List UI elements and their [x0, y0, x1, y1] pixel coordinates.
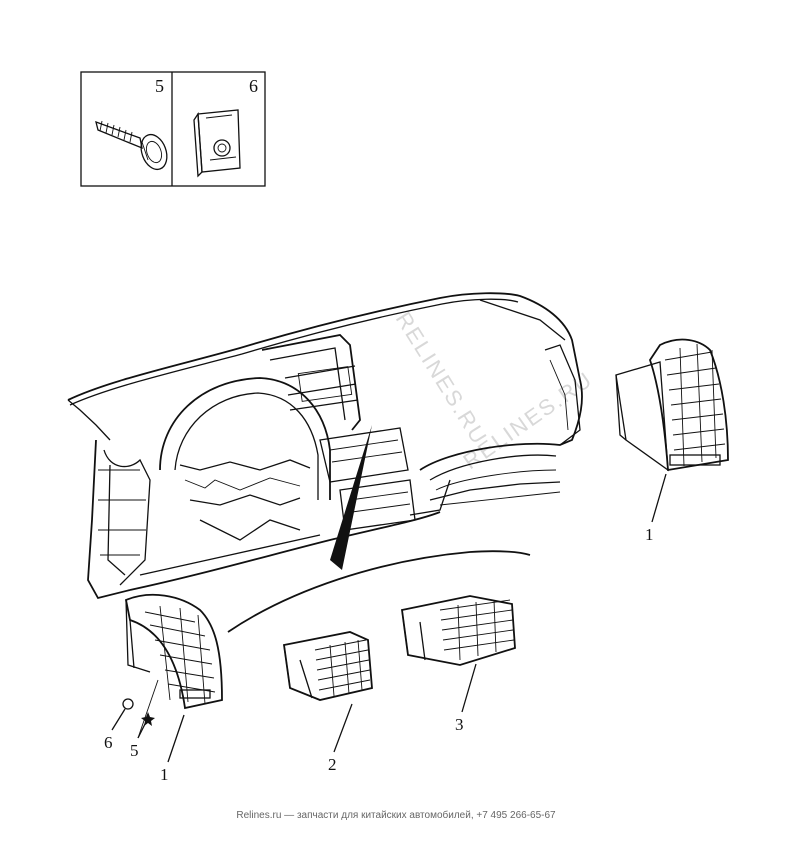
air-vent-center-left [282, 631, 373, 701]
air-vent-left [124, 593, 223, 710]
dashboard-panel [67, 292, 583, 600]
callout-5: 5 [130, 741, 139, 760]
callout-6: 6 [104, 733, 113, 752]
footer-text: Relines.ru — запчасти для китайских авто… [236, 810, 556, 821]
screw-icon [95, 120, 168, 171]
air-vent-center-right [400, 595, 516, 666]
callout-1-left: 1 [160, 765, 169, 784]
callout-1-right: 1 [645, 525, 654, 544]
inset-label-6: 6 [249, 76, 258, 96]
parts-inset-box: 5 6 [80, 71, 266, 187]
watermark: RELINES.RU RELINES.RU [391, 307, 598, 474]
watermark-text-1: RELINES.RU [391, 307, 493, 449]
inset-label-5: 5 [155, 76, 164, 96]
air-vent-right [615, 338, 729, 472]
clip-nut-icon [193, 109, 241, 178]
screw-marker-icon [141, 712, 155, 726]
leader-lines [111, 473, 667, 763]
leader-sweep [227, 425, 531, 633]
hardware-markers [122, 698, 155, 726]
callout-2: 2 [328, 755, 337, 774]
clip-marker-icon [122, 698, 134, 710]
callout-3: 3 [455, 715, 464, 734]
